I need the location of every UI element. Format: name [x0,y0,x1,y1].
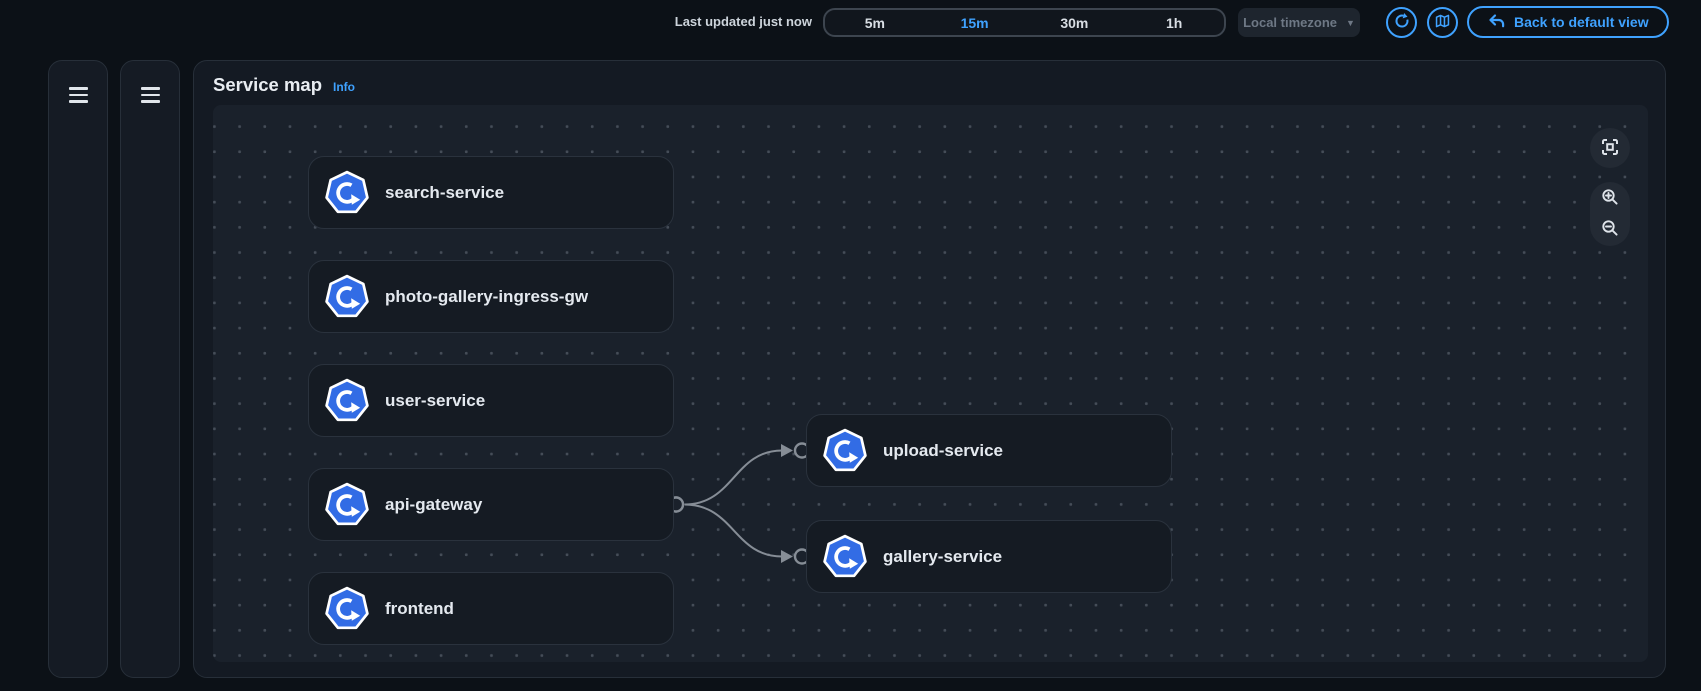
time-range-option-30m[interactable]: 30m [1060,14,1089,31]
time-range-selector: 5m 15m 30m 1h [823,8,1226,37]
info-link[interactable]: Info [333,80,356,94]
service-node-label: api-gateway [385,494,483,514]
service-node-label: upload-service [883,440,1003,460]
undo-arrow-icon [1487,12,1505,33]
service-node-label: user-service [385,390,486,410]
fit-to-view-icon [1601,138,1619,159]
service-node[interactable]: frontend [308,572,674,645]
fit-to-view-button[interactable] [1590,128,1630,168]
kubernetes-service-icon [324,482,370,528]
kubernetes-service-icon [324,586,370,632]
minimap-button[interactable] [1427,7,1458,38]
service-node[interactable]: user-service [308,364,674,437]
service-node[interactable]: api-gateway [308,468,674,541]
zoom-out-button[interactable] [1594,215,1626,243]
hamburger-menu-button[interactable] [134,83,166,107]
service-node-label: gallery-service [883,546,1003,566]
kubernetes-service-icon [324,378,370,424]
kubernetes-service-icon [324,170,370,216]
last-updated-text: Last updated just now [674,14,812,29]
zoom-in-icon [1601,188,1619,209]
hamburger-menu-icon [68,87,88,90]
back-to-default-view-button[interactable]: Back to default view [1467,6,1669,38]
time-range-option-5m[interactable]: 5m [864,14,885,31]
service-node[interactable]: upload-service [806,414,1172,487]
time-range-option-15m[interactable]: 15m [960,14,989,31]
zoom-controls [1590,182,1630,246]
topbar: Last updated just now 5m 15m 30m 1h Loca… [0,0,1701,44]
zoom-in-button[interactable] [1594,185,1626,213]
kubernetes-service-icon [822,428,868,474]
refresh-icon [1393,12,1411,33]
panel-header: Service map Info [213,61,355,105]
time-range-option-1h[interactable]: 1h [1165,14,1183,31]
refresh-button[interactable] [1386,7,1417,38]
service-map-canvas[interactable]: search-service photo-gallery-ingress-gw … [213,105,1648,662]
service-node[interactable]: gallery-service [806,520,1172,593]
service-map-panel: Service map Info [193,60,1666,678]
collapsed-sidebar-left [48,60,108,678]
zoom-out-icon [1601,219,1619,240]
chevron-down-icon: ▼ [1346,17,1355,28]
kubernetes-service-icon [822,534,868,580]
hamburger-menu-button[interactable] [62,83,94,107]
timezone-select[interactable]: Local timezone ▼ [1238,8,1360,37]
service-node[interactable]: search-service [308,156,674,229]
kubernetes-service-icon [324,274,370,320]
back-button-label: Back to default view [1514,14,1649,30]
service-node-label: photo-gallery-ingress-gw [385,286,589,306]
hamburger-menu-icon [140,87,160,90]
map-icon [1434,13,1451,32]
page-title: Service map [213,74,323,95]
service-node-label: frontend [385,598,454,618]
service-node-label: search-service [385,182,505,202]
collapsed-sidebar-right [120,60,180,678]
timezone-label: Local timezone [1243,15,1337,30]
service-node[interactable]: photo-gallery-ingress-gw [308,260,674,333]
